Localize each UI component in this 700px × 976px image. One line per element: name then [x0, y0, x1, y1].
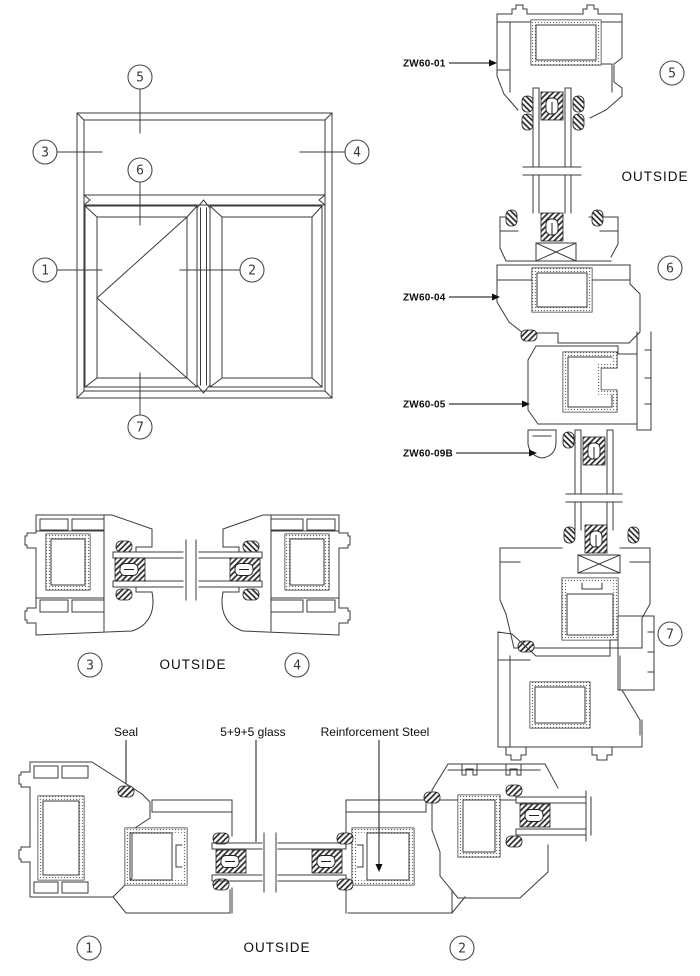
svg-text:5+9+5 glass: 5+9+5 glass	[220, 725, 285, 739]
break-lines	[522, 166, 582, 176]
profile-label-zw60-09b: ZW60-09B	[403, 449, 537, 460]
callout-3-section: 3	[77, 652, 103, 678]
profile-label-zw60-05: ZW60-05	[403, 400, 530, 411]
svg-text:1: 1	[41, 264, 49, 279]
leader-arrow	[492, 293, 500, 301]
callout-leader-lines	[56, 88, 346, 416]
svg-text:7: 7	[136, 421, 144, 436]
glazing-unit-lower	[565, 429, 623, 531]
leader-arrow	[522, 400, 530, 408]
horizontal-section-sash-sill: Seal 5+9+5 glass Reinforcement Steel 1 2…	[18, 725, 592, 961]
svg-text:ZW60-01: ZW60-01	[403, 59, 446, 70]
callout-6: 6	[127, 157, 153, 183]
callout-7-section: 7	[657, 621, 683, 647]
outside-label-right: OUTSIDE	[621, 169, 688, 184]
callout-5: 5	[127, 64, 153, 90]
bottom-sash-and-sill	[497, 524, 655, 761]
svg-text:5: 5	[136, 71, 144, 86]
callout-1-section: 1	[76, 935, 102, 961]
glazing-unit-bottom-section	[211, 832, 347, 893]
profile-label-zw60-04: ZW60-04	[403, 293, 500, 304]
svg-text:2: 2	[458, 942, 466, 957]
seal-gasket	[117, 785, 135, 798]
outside-label-middle: OUTSIDE	[159, 657, 226, 672]
svg-text:ZW60-09B: ZW60-09B	[403, 449, 453, 460]
lower-sash-top-rail	[527, 331, 652, 431]
right-sash-profile	[336, 799, 466, 914]
svg-text:3: 3	[41, 146, 49, 161]
annotation-seal: Seal	[114, 725, 138, 784]
upper-sash-bottom-rail	[499, 209, 619, 262]
break-lines	[263, 832, 277, 893]
glazing-unit-horizontal	[112, 539, 263, 601]
vertical-section-stack: ZW60-01 ZW60-04 ZW60-05 ZW60-09B OUTSIDE…	[403, 4, 688, 761]
svg-text:Seal: Seal	[114, 725, 138, 739]
left-frame-profile	[18, 761, 151, 898]
svg-text:7: 7	[666, 628, 674, 643]
callout-4-section: 4	[284, 652, 310, 678]
callout-2: 2	[239, 257, 265, 283]
svg-text:1: 1	[85, 942, 93, 957]
meeting-stile	[196, 199, 211, 394]
window-elevation-diagram: 5 3 4 6 1 2 7	[32, 64, 370, 440]
setting-block-x	[577, 554, 621, 574]
head-frame-profile	[496, 4, 623, 131]
leader-arrow	[489, 59, 497, 67]
glazing-bead-profile	[527, 429, 575, 459]
svg-text:Reinforcement Steel: Reinforcement Steel	[321, 725, 430, 739]
callout-3: 3	[32, 139, 58, 165]
callout-6-section: 6	[657, 255, 683, 281]
callout-4: 4	[344, 139, 370, 165]
setting-block-x	[535, 242, 577, 262]
mounting-lugs	[505, 746, 613, 761]
svg-text:4: 4	[353, 146, 361, 161]
svg-text:2: 2	[248, 264, 256, 279]
svg-text:5: 5	[668, 67, 676, 82]
callout-2-section: 2	[449, 935, 475, 961]
svg-text:6: 6	[666, 262, 674, 277]
transom-profile	[496, 264, 641, 344]
profile-label-zw60-01: ZW60-01	[403, 59, 497, 70]
break-lines	[565, 493, 623, 503]
transom-bar	[83, 194, 326, 206]
svg-text:4: 4	[293, 659, 301, 674]
svg-text:3: 3	[86, 659, 94, 674]
annotation-glass: 5+9+5 glass	[220, 725, 286, 842]
horizontal-section-frame-mullion: 3 4 OUTSIDE	[25, 515, 350, 678]
outside-label-bottom: OUTSIDE	[243, 940, 310, 955]
callout-5-section: 5	[659, 60, 685, 86]
leader-arrow	[375, 864, 383, 872]
glazing-unit-upper	[522, 87, 582, 214]
left-sash-profile	[112, 799, 233, 914]
callout-7: 7	[127, 414, 153, 440]
right-sash	[209, 205, 323, 388]
right-frame-profile	[423, 763, 592, 899]
svg-text:ZW60-05: ZW60-05	[403, 400, 446, 411]
svg-text:ZW60-04: ZW60-04	[403, 293, 446, 304]
annotation-reinforcement-steel: Reinforcement Steel	[321, 725, 430, 872]
leader-arrow	[529, 449, 537, 457]
svg-text:6: 6	[136, 164, 144, 179]
callout-1: 1	[32, 257, 58, 283]
opening-direction-symbol	[96, 216, 188, 379]
left-sash	[84, 205, 198, 388]
break-lines	[185, 539, 197, 601]
